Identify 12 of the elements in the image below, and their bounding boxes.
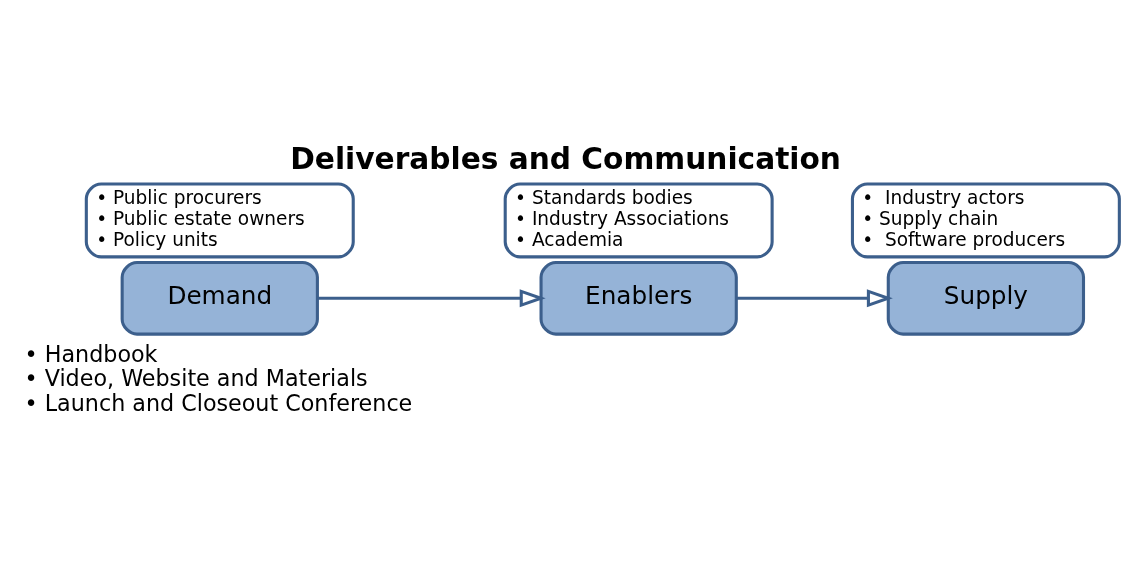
arrow bbox=[317, 289, 546, 308]
node-box: • Public procurers • Public estate owners • Policy units bbox=[84, 182, 355, 259]
node-box: • Industry actors • Supply chain • Software producers bbox=[850, 182, 1121, 259]
node-box: Demand bbox=[120, 260, 319, 336]
label: • Handbook bbox=[24, 340, 158, 367]
label: • Video, Website and Materials bbox=[24, 365, 368, 392]
diagram-title: Deliverables and Communication bbox=[290, 141, 841, 177]
node-box: Enablers bbox=[539, 260, 738, 336]
node-box: • Standards bodies • Industry Associations • Academia bbox=[503, 182, 774, 259]
label: • Launch and Closeout Conference bbox=[24, 390, 413, 417]
arrow bbox=[736, 289, 893, 308]
node-box: Supply bbox=[886, 260, 1086, 336]
